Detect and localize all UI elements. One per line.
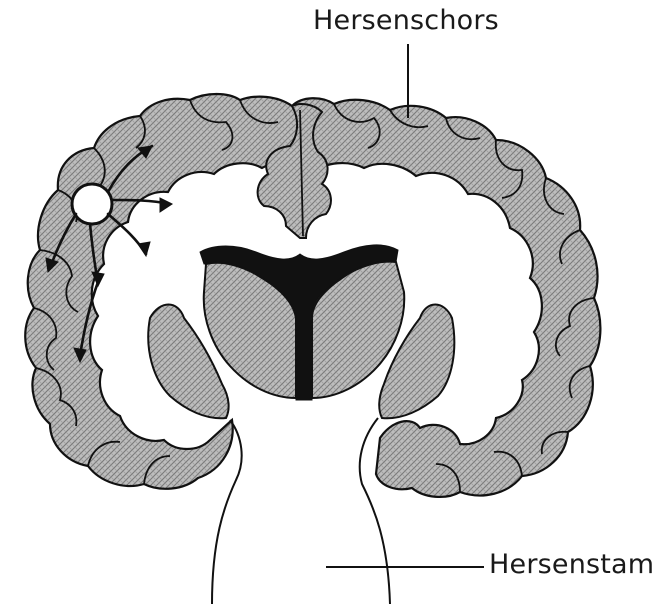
- brainstem-label: Hersenstam: [489, 551, 654, 578]
- neuron-cell-body: [72, 184, 112, 224]
- cortex-label: Hersenschors: [313, 7, 499, 34]
- brainstem: [212, 418, 390, 604]
